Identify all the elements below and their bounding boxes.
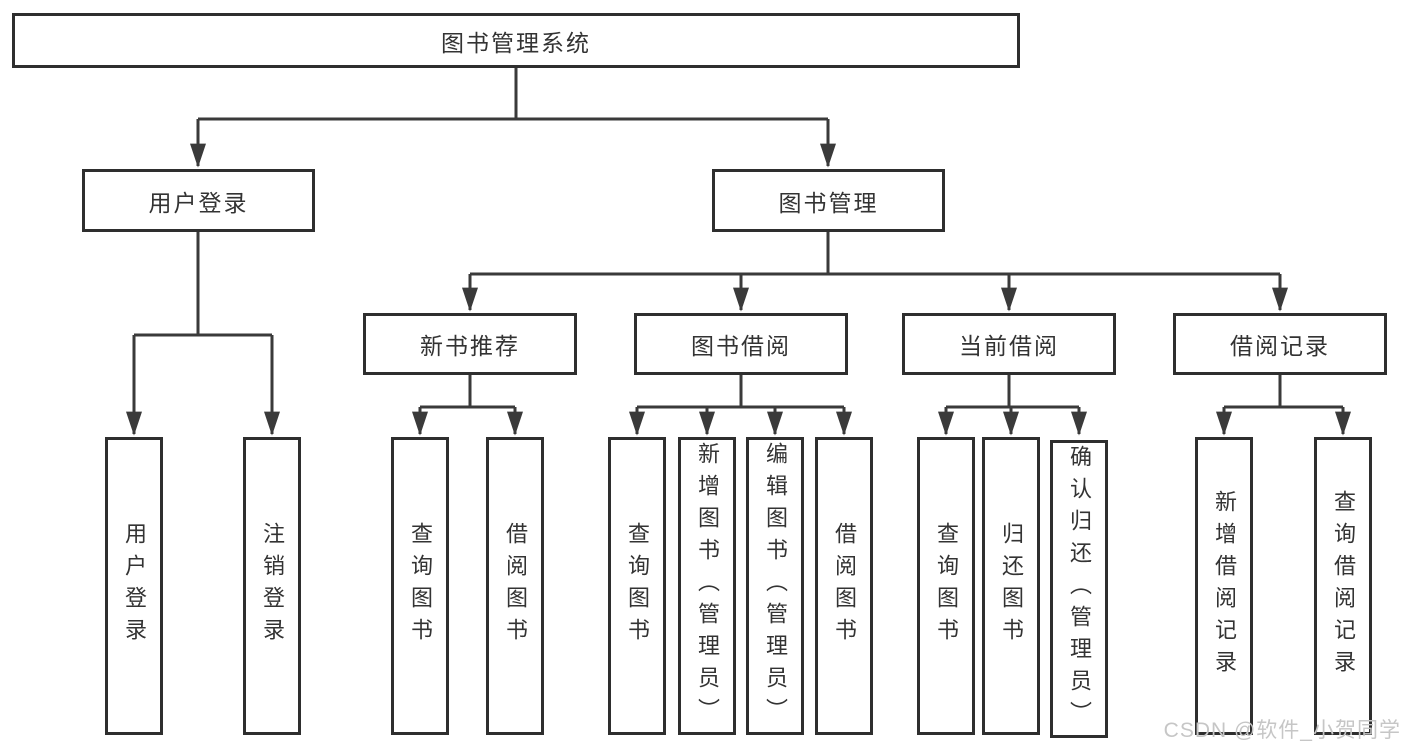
csdn-watermark: CSDN @软件_小贺同学 — [1163, 719, 1401, 742]
node-new-book-recommend: 新书推荐 — [363, 313, 577, 375]
connector-borrow-records — [1224, 375, 1343, 409]
leaf-label: 借阅图书 — [832, 522, 857, 650]
connector-new-book — [420, 375, 515, 409]
leaf-label: 编辑图书（管理员） — [763, 442, 788, 730]
node-book-borrow: 图书借阅 — [634, 313, 848, 375]
leaf-label: 查询图书 — [934, 522, 959, 650]
leaf-label: 借阅图书 — [503, 522, 528, 650]
leaf-label: 新增图书（管理员） — [695, 442, 720, 730]
leaf-query-books: 查询图书 — [391, 437, 449, 735]
leaf-return-books: 归还图书 — [982, 437, 1040, 735]
leaf-edit-book-admin: 编辑图书（管理员） — [746, 437, 804, 735]
connector-user-login — [134, 232, 272, 337]
leaf-label: 确认归还（管理员） — [1067, 445, 1092, 733]
leaf-label: 归还图书 — [999, 522, 1024, 650]
leaf-label: 查询图书 — [625, 522, 650, 650]
leaf-query-books: 查询图书 — [608, 437, 666, 735]
leaf-add-borrow-record: 新增借阅记录 — [1195, 437, 1253, 735]
connector-current-borrow — [946, 375, 1079, 409]
leaf-label: 查询借阅记录 — [1331, 490, 1356, 682]
leaf-query-borrow-record: 查询借阅记录 — [1314, 437, 1372, 735]
leaf-add-book-admin: 新增图书（管理员） — [678, 437, 736, 735]
connector-book-management — [470, 232, 1280, 276]
connector-book-borrow — [637, 375, 844, 409]
connector-root — [198, 68, 828, 121]
leaf-borrow-books: 借阅图书 — [486, 437, 544, 735]
node-book-management: 图书管理 — [712, 169, 945, 232]
leaf-label: 注销登录 — [260, 522, 285, 650]
leaf-query-books: 查询图书 — [917, 437, 975, 735]
leaf-confirm-return-admin: 确认归还（管理员） — [1050, 440, 1108, 738]
leaf-borrow-books: 借阅图书 — [815, 437, 873, 735]
node-root: 图书管理系统 — [12, 13, 1020, 68]
leaf-label: 用户登录 — [122, 522, 147, 650]
leaf-label: 新增借阅记录 — [1212, 490, 1237, 682]
leaf-label: 查询图书 — [408, 522, 433, 650]
node-user-login: 用户登录 — [82, 169, 315, 232]
leaf-user-login: 用户登录 — [105, 437, 163, 735]
node-current-borrow: 当前借阅 — [902, 313, 1116, 375]
leaf-logout: 注销登录 — [243, 437, 301, 735]
node-borrow-records: 借阅记录 — [1173, 313, 1387, 375]
